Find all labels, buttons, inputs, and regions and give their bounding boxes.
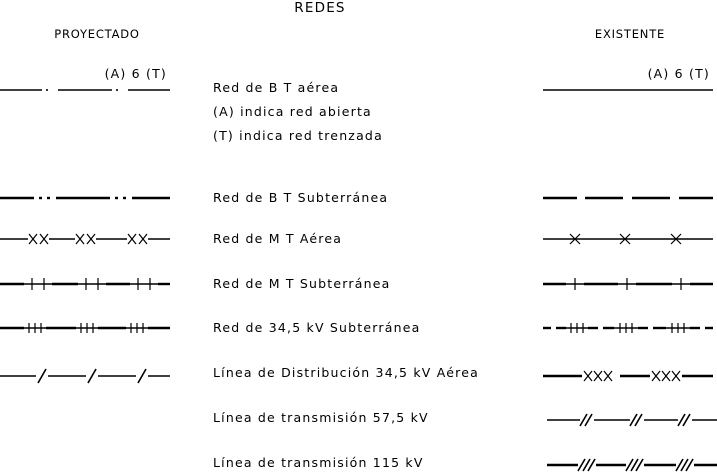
overhead-tag-proposed: (A) 6 (T) [105,66,167,81]
symbol-mt-aerea-existing [543,233,713,245]
note-abierta: (A) indica red abierta [213,104,372,119]
symbol-mt-aerea-proposed [0,233,170,245]
column-heading-existing: EXISTENTE [595,27,665,41]
row-label-345-aerea: Línea de Distribución 34,5 kV Aérea [213,365,479,380]
row-label-mt-aerea: Red de M T Aérea [213,231,342,246]
symbol-mt-subterranea-proposed [0,278,170,290]
legend-title: REDES [294,0,345,16]
row-label-bt-aerea: Red de B T aérea [213,80,339,95]
row-label-mt-subterranea: Red de M T Subterránea [213,276,390,291]
row-label-115: Línea de transmisión 115 kV [213,455,424,470]
symbol-115-existing [547,458,717,472]
row-label-575: Línea de transmisión 57,5 kV [213,410,429,425]
note-trenzada: (T) indica red trenzada [213,128,383,143]
symbol-345-aerea-proposed [0,368,170,384]
symbol-345-aerea-existing [543,370,713,382]
symbol-345-subterranea-existing [543,323,713,333]
symbol-575-existing [547,413,717,427]
symbol-345-subterranea-proposed [0,323,170,333]
row-label-345-subterranea: Red de 34,5 kV Subterránea [213,320,420,335]
symbol-mt-subterranea-existing [543,278,713,290]
column-heading-proposed: PROYECTADO [54,27,140,41]
overhead-tag-existing: (A) 6 (T) [648,66,710,81]
row-label-bt-subterranea: Red de B T Subterránea [213,190,388,205]
